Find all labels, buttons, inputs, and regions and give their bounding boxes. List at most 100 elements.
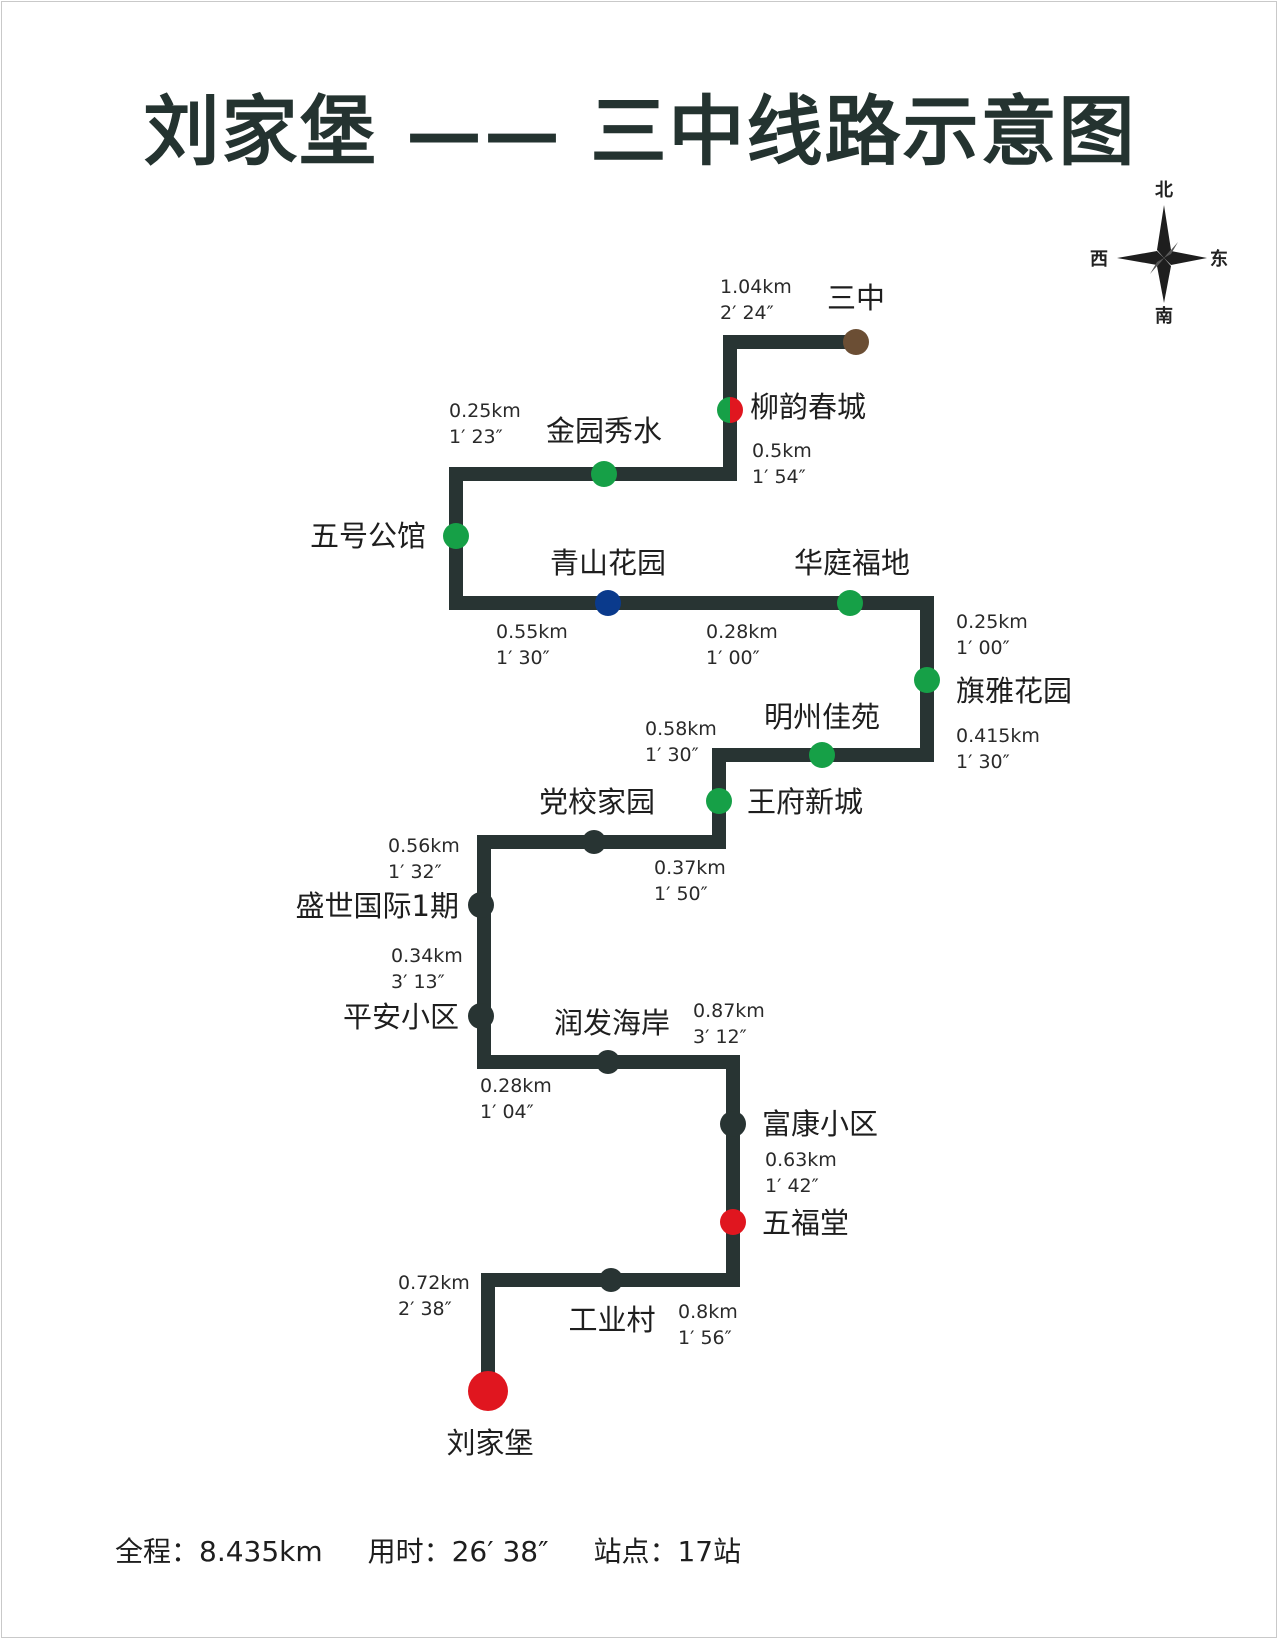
station-label: 旗雅花园 (956, 674, 1072, 708)
segment-label: 0.8km 1′ 56″ (678, 1301, 738, 1349)
station-marker (717, 397, 743, 423)
segment-distance: 0.5km (752, 440, 812, 462)
station-layer (443, 329, 940, 1411)
segment-time: 1′ 30″ (645, 744, 699, 766)
segment-label: 0.28km 1′ 00″ (706, 621, 778, 669)
station-marker (720, 1111, 746, 1137)
station-marker (837, 590, 863, 616)
compass-accent-sw (1150, 258, 1164, 274)
station-marker (914, 667, 940, 693)
segment-label: 0.5km 1′ 54″ (752, 440, 812, 488)
segment-distance: 0.87km (693, 1000, 765, 1022)
segment-time: 2′ 38″ (398, 1298, 452, 1320)
segment-time: 3′ 13″ (391, 971, 445, 993)
station-marker (720, 1209, 746, 1235)
station-label: 柳韵春城 (750, 390, 866, 424)
segment-time: 1′ 56″ (678, 1327, 732, 1349)
segment-label: 1.04km 2′ 24″ (720, 276, 792, 324)
segment-label: 0.25km 1′ 00″ (956, 611, 1028, 659)
total-distance: 全程：8.435km (115, 1535, 323, 1568)
compass-needle-east (1164, 251, 1207, 265)
route-line (449, 335, 934, 1391)
compass-north-label: 北 (1155, 180, 1173, 201)
station-label: 工业村 (568, 1303, 655, 1337)
compass-south-label: 南 (1155, 305, 1173, 327)
station-marker-right-half (730, 397, 743, 423)
segment-distance: 0.28km (706, 621, 778, 643)
station-label: 金园秀水 (546, 414, 662, 448)
compass-needle-south (1157, 258, 1171, 303)
segment-distance: 0.28km (480, 1075, 552, 1097)
summary-bar: 全程：8.435km 用时：26′ 38″ 站点：17站 (115, 1530, 777, 1570)
segment-time: 1′ 54″ (752, 466, 806, 488)
station-label: 五号公馆 (310, 519, 426, 553)
segment-label: 0.58km 1′ 30″ (645, 718, 717, 766)
station-marker (582, 830, 606, 854)
segment-distance: 0.37km (654, 857, 726, 879)
station-label: 五福堂 (762, 1206, 849, 1240)
station-label: 三中 (827, 281, 885, 315)
station-marker (843, 329, 869, 355)
compass-needle-north (1157, 205, 1171, 258)
segment-label: 0.37km 1′ 50″ (654, 857, 726, 905)
station-marker (443, 523, 469, 549)
segment-time: 1′ 04″ (480, 1101, 534, 1123)
station-label: 华庭福地 (794, 546, 910, 580)
segment-label: 0.415km 1′ 30″ (956, 725, 1040, 773)
segment-time: 1′ 32″ (388, 861, 442, 883)
station-marker (468, 892, 494, 918)
segment-time: 1′ 00″ (706, 647, 760, 669)
segment-label: 0.55km 1′ 30″ (496, 621, 568, 669)
station-label: 平安小区 (343, 1000, 459, 1034)
stop-count: 站点：17站 (593, 1535, 742, 1568)
segment-time: 1′ 00″ (956, 637, 1010, 659)
compass-east-label: 东 (1210, 248, 1228, 270)
station-marker (809, 742, 835, 768)
segment-distance: 0.8km (678, 1301, 738, 1323)
segment-label: 0.87km 3′ 12″ (693, 1000, 765, 1048)
total-time: 用时：26′ 38″ (367, 1535, 549, 1568)
compass-rose: 北 南 西 东 (1090, 180, 1228, 327)
segment-label: 0.25km 1′ 23″ (449, 400, 521, 448)
station-marker (706, 788, 732, 814)
segment-distance: 0.25km (449, 400, 521, 422)
terminal-station-marker (468, 1371, 508, 1411)
segment-distance: 0.72km (398, 1272, 470, 1294)
segment-time: 1′ 30″ (496, 647, 550, 669)
segment-time: 3′ 12″ (693, 1026, 747, 1048)
station-label: 明州佳苑 (764, 700, 880, 734)
segment-distance: 1.04km (720, 276, 792, 298)
segment-distance: 0.63km (765, 1149, 837, 1171)
station-label: 富康小区 (762, 1107, 878, 1141)
station-marker (591, 461, 617, 487)
segment-distance: 0.415km (956, 725, 1040, 747)
station-label: 王府新城 (747, 785, 863, 819)
station-label: 刘家堡 (446, 1426, 533, 1460)
map-title: 刘家堡 —— 三中线路示意图 (143, 87, 1137, 176)
segment-label: 0.28km 1′ 04″ (480, 1075, 552, 1123)
segment-time: 1′ 23″ (449, 426, 503, 448)
segment-time: 2′ 24″ (720, 302, 774, 324)
segment-distance: 0.25km (956, 611, 1028, 633)
route-line-layer (449, 335, 934, 1391)
segment-label: 0.72km 2′ 38″ (398, 1272, 470, 1320)
segment-distance: 0.55km (496, 621, 568, 643)
segment-time: 1′ 30″ (956, 751, 1010, 773)
station-label: 润发海岸 (554, 1006, 670, 1040)
station-marker-left-half (717, 397, 730, 423)
segment-label: 0.56km 1′ 32″ (388, 835, 460, 883)
station-marker (596, 1050, 620, 1074)
segment-distance: 0.56km (388, 835, 460, 857)
station-marker (595, 590, 621, 616)
station-marker (599, 1268, 623, 1292)
segment-distance: 0.58km (645, 718, 717, 740)
station-label: 党校家园 (539, 785, 655, 819)
segment-time: 1′ 42″ (765, 1175, 819, 1197)
label-layer: 刘家堡工业村五福堂富康小区润发海岸平安小区盛世国际1期党校家园王府新城明州佳苑旗… (296, 276, 1072, 1460)
station-marker (468, 1003, 494, 1029)
segment-time: 1′ 50″ (654, 883, 708, 905)
compass-west-label: 西 (1090, 249, 1108, 270)
